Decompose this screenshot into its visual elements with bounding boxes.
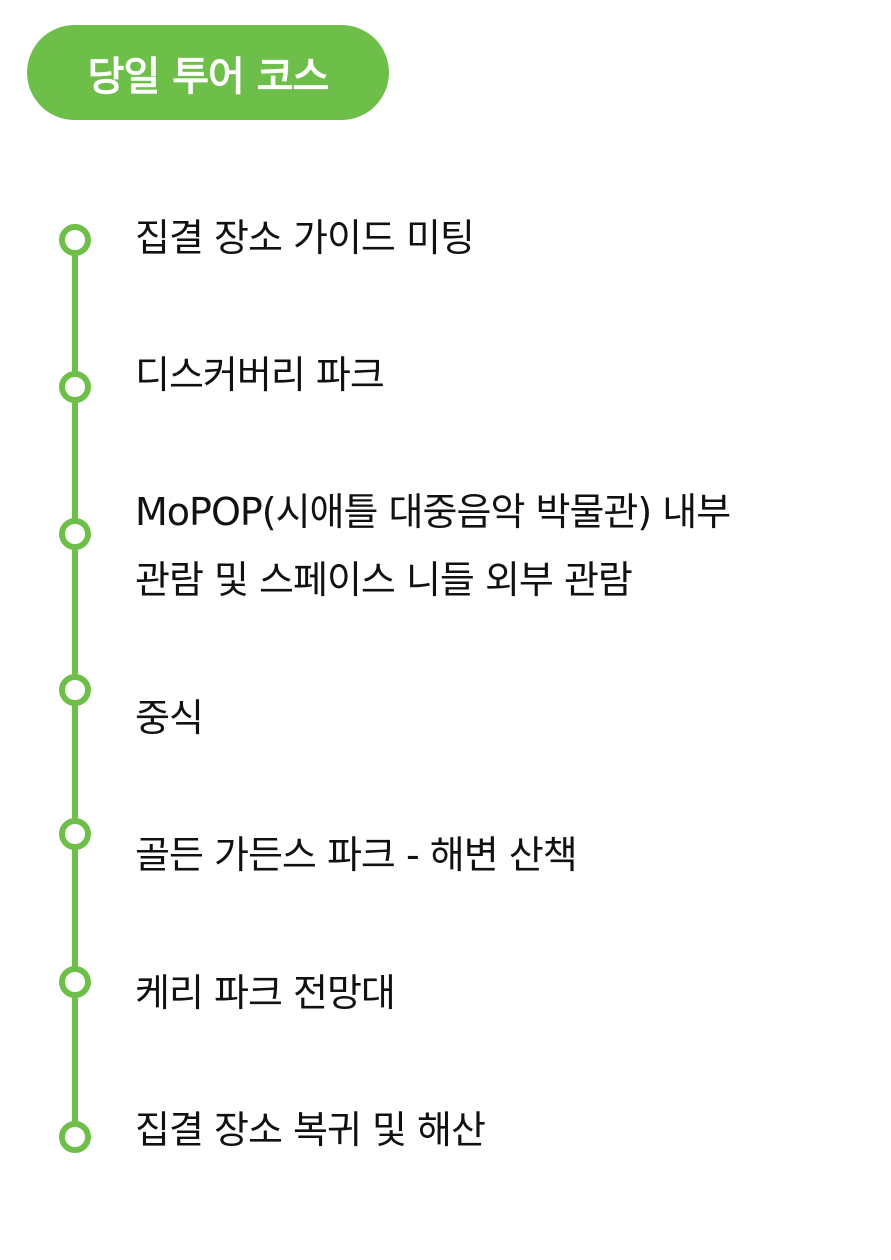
step-2: 디스커버리 파크 xyxy=(135,353,385,397)
timeline-dot-icon xyxy=(59,371,91,403)
step-6: 케리 파크 전망대 xyxy=(135,971,396,1015)
timeline-dot-icon xyxy=(59,966,91,998)
step-4: 중식 xyxy=(135,696,204,740)
timeline-dot-icon xyxy=(59,1121,91,1153)
course-title: 당일 투어 코스 xyxy=(87,53,330,100)
step-1: 집결 장소 가이드 미팅 xyxy=(135,216,475,260)
timeline-dot-icon xyxy=(59,818,91,850)
timeline-dot-icon xyxy=(59,518,91,550)
course-title-badge: 당일 투어 코스 xyxy=(27,25,389,120)
step-5: 골든 가든스 파크 - 해변 산책 xyxy=(135,833,578,877)
timeline-dot-icon xyxy=(59,674,91,706)
step-7: 집결 장소 복귀 및 해산 xyxy=(135,1108,486,1152)
step-3-line2: 관람 및 스페이스 니들 외부 관람 xyxy=(135,558,633,602)
timeline-dot-icon xyxy=(59,224,91,256)
step-3-line1: MoPOP(시애틀 대중음악 박물관) 내부 xyxy=(135,490,731,534)
